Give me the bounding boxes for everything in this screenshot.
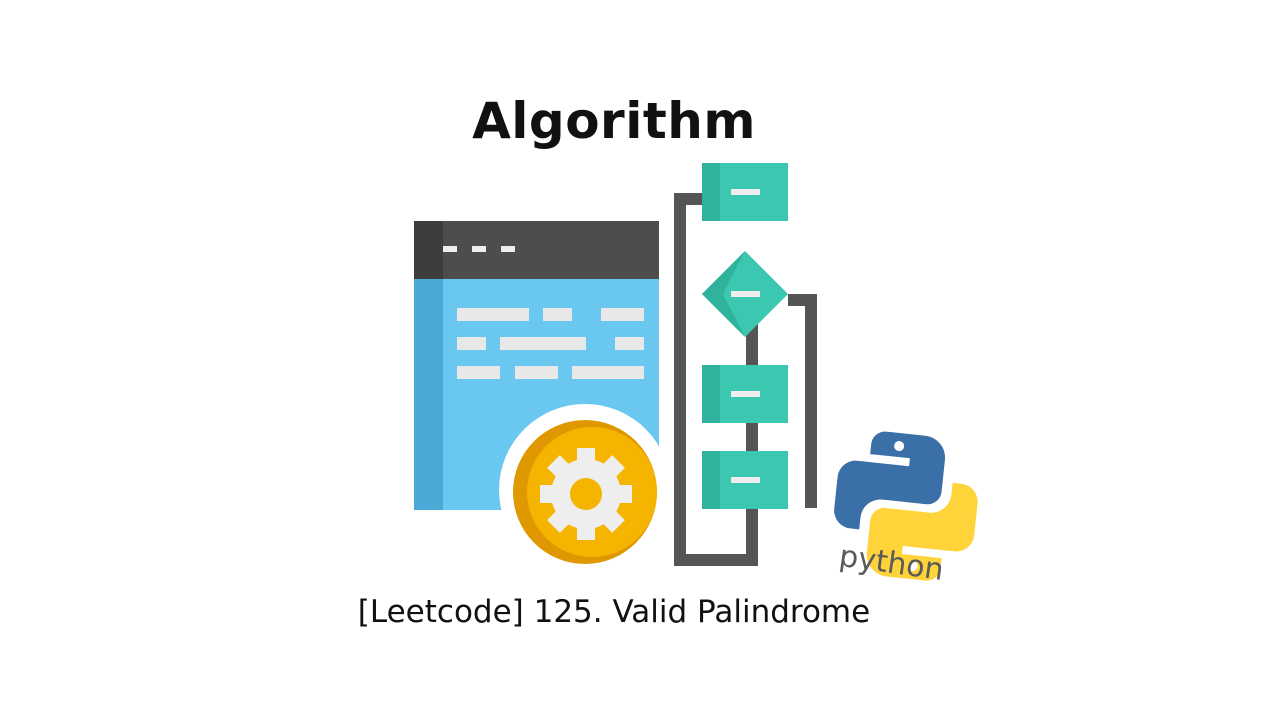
python-logo-icon: python — [834, 431, 978, 588]
post-subtitle: [Leetcode] 125. Valid Palindrome — [357, 594, 871, 630]
flowchart-icon — [702, 163, 788, 509]
gear-icon — [499, 404, 671, 576]
heading: Algorithm — [472, 92, 756, 150]
code-window-icon — [414, 221, 659, 510]
